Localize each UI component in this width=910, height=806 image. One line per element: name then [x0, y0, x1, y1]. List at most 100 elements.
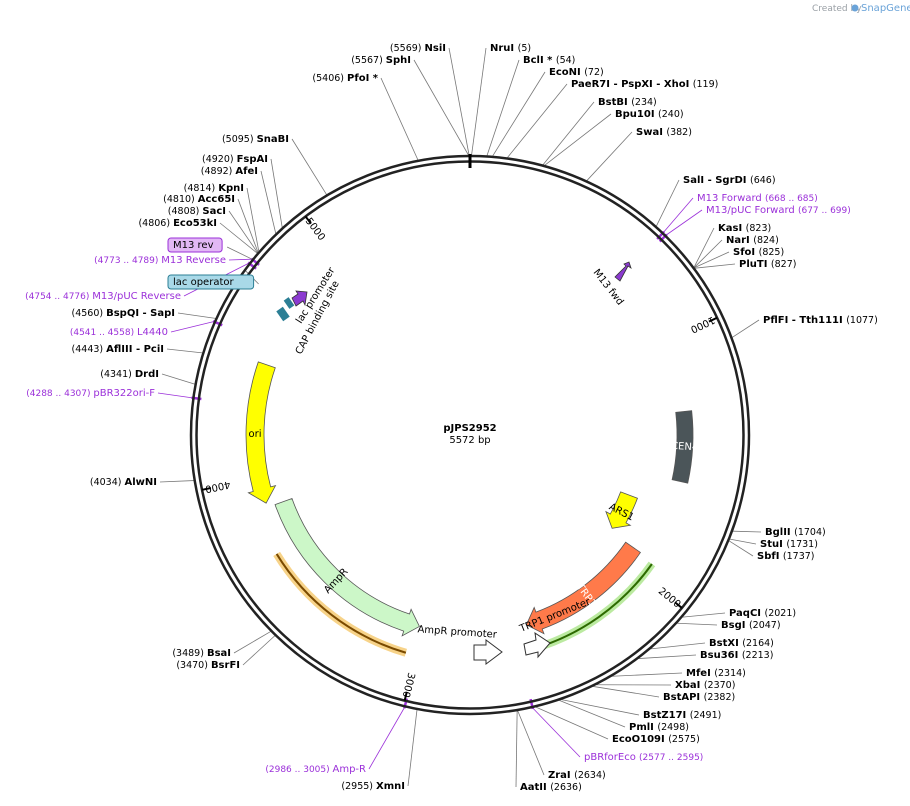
- site-bcli[interactable]: BclI * (54): [523, 55, 575, 66]
- site-sali-sgrdi[interactable]: SalI - SgrDI (646): [683, 175, 776, 186]
- site-afliii-pcii[interactable]: (4443) AflIII - PciI: [72, 344, 164, 355]
- leader-line: [242, 635, 276, 666]
- site-saci[interactable]: (4808) SacI: [168, 206, 226, 217]
- site-econi[interactable]: EcoNI (72): [549, 67, 604, 78]
- site-position: (5406): [312, 73, 347, 84]
- leader-line: [693, 227, 715, 268]
- site-ecoo109i[interactable]: EcoO109I (2575): [612, 734, 700, 745]
- feature-ori[interactable]: [245, 361, 277, 504]
- site-sbfi[interactable]: SbfI (1737): [757, 551, 815, 562]
- site-bsu36i[interactable]: Bsu36I (2213): [700, 650, 773, 661]
- site-name: SfoI: [733, 247, 759, 258]
- site-afei[interactable]: (4892) AfeI: [201, 166, 258, 177]
- site-snabi[interactable]: (5095) SnaBI: [222, 134, 289, 145]
- site-bglii[interactable]: BglII (1704): [765, 527, 826, 538]
- leader-line: [166, 348, 203, 354]
- feature-label-m13-rev[interactable]: M13 rev: [173, 240, 214, 251]
- leader-line: [246, 187, 260, 252]
- site-position: (2370): [704, 680, 736, 691]
- site-eco53ki[interactable]: (4806) Eco53kI: [138, 218, 217, 229]
- site-bstxi[interactable]: BstXI (2164): [709, 638, 774, 649]
- site-bstz17i[interactable]: BstZ17I (2491): [643, 710, 721, 721]
- site-nrui[interactable]: NruI (5): [490, 43, 531, 54]
- site-xbai[interactable]: XbaI (2370): [675, 680, 735, 691]
- site-name: SbfI: [757, 551, 783, 562]
- feature-ampr[interactable]: [274, 498, 420, 637]
- site-bspqi-sapi[interactable]: (4560) BspQI - SapI: [71, 308, 175, 319]
- leader-line: [368, 707, 405, 770]
- leader-line: [157, 392, 193, 399]
- site-position: (4892): [201, 166, 236, 177]
- feature-ars1[interactable]: [605, 491, 638, 529]
- site-nsii[interactable]: (5569) NsiI: [390, 43, 446, 54]
- site-acc65i[interactable]: (4810) Acc65I: [163, 194, 235, 205]
- site-name: AflIII - PciI: [106, 344, 164, 355]
- site-pflfi-tth111i[interactable]: PflFI - Tth111I (1077): [763, 315, 878, 326]
- site-xmni[interactable]: (2955) XmnI: [341, 781, 405, 792]
- site-paer7i-pspxi-xhoi[interactable]: PaeR7I - PspXI - XhoI (119): [571, 79, 718, 90]
- site-bsai[interactable]: (3489) BsaI: [172, 648, 231, 659]
- primer-name: pBR322ori-F: [93, 388, 155, 399]
- site-bstapi[interactable]: BstAPI (2382): [663, 692, 735, 703]
- plasmid-backbone: [189, 154, 751, 716]
- feature-trp1[interactable]: [525, 541, 642, 635]
- site-nari[interactable]: NarI (824): [726, 235, 779, 246]
- site-name: AfeI: [235, 166, 258, 177]
- site-alwni[interactable]: (4034) AlwNI: [90, 477, 157, 488]
- feature-cen4[interactable]: [671, 410, 694, 484]
- site-pfoi[interactable]: (5406) PfoI *: [312, 73, 378, 84]
- tick-label: 4000: [204, 478, 231, 494]
- feature-label-lac-operator[interactable]: lac operator: [173, 277, 234, 288]
- leader-line: [515, 710, 518, 788]
- site-pluti[interactable]: PluTI (827): [739, 259, 796, 270]
- plasmid-size: 5572 bp: [449, 435, 490, 446]
- site-name: BsgI: [721, 620, 749, 631]
- site-fspai[interactable]: (4920) FspAI: [202, 154, 268, 165]
- site-position: (119): [693, 79, 719, 90]
- primer-m13-puc-forward[interactable]: M13/pUC Forward (677 .. 699): [706, 205, 851, 216]
- leader-line: [170, 321, 215, 333]
- site-name: SphI: [386, 55, 411, 66]
- site-aatii[interactable]: AatII (2636): [520, 782, 582, 793]
- site-sphi[interactable]: (5567) SphI: [351, 55, 411, 66]
- site-bsrfi[interactable]: (3470) BsrFI: [176, 660, 240, 671]
- site-position: (5567): [351, 55, 386, 66]
- site-position: (2491): [690, 710, 722, 721]
- site-kasi[interactable]: KasI (823): [718, 223, 771, 234]
- site-name: PaqCI: [729, 608, 765, 619]
- primer-pbrforeco[interactable]: pBRforEco (2577 .. 2595): [584, 752, 703, 763]
- leader-line: [471, 47, 487, 156]
- site-mfei[interactable]: MfeI (2314): [686, 668, 746, 679]
- leader-line: [729, 538, 757, 545]
- leader-line: [161, 373, 195, 385]
- site-pmli[interactable]: PmlI (2498): [629, 722, 689, 733]
- site-paqci[interactable]: PaqCI (2021): [729, 608, 796, 619]
- site-zrai[interactable]: ZraI (2634): [548, 770, 606, 781]
- site-bpu10i[interactable]: Bpu10I (240): [615, 109, 684, 120]
- site-swai[interactable]: SwaI (382): [636, 127, 692, 138]
- primer-m13-reverse[interactable]: (4773 .. 4789) M13 Reverse: [94, 255, 226, 266]
- primer-amp-r[interactable]: (2986 .. 3005) Amp-R: [265, 764, 366, 775]
- primer-pbr322ori-f[interactable]: (4288 .. 4307) pBR322ori-F: [26, 388, 155, 399]
- primer-l4440[interactable]: (4541 .. 4558) L4440: [70, 327, 168, 338]
- site-position: (2047): [749, 620, 781, 631]
- primer-range: (4288 .. 4307): [26, 389, 93, 399]
- leader-line: [561, 699, 640, 716]
- site-kpni[interactable]: (4814) KpnI: [184, 183, 244, 194]
- site-name: BsrFI: [211, 660, 240, 671]
- lac-promoter-arrow: [291, 290, 308, 307]
- site-name: PaeR7I - PspXI - XhoI: [571, 79, 693, 90]
- site-position: (5): [518, 43, 531, 54]
- primer-m13-puc-reverse[interactable]: (4754 .. 4776) M13/pUC Reverse: [25, 291, 181, 302]
- leader-line: [732, 530, 762, 533]
- leader-line: [542, 101, 595, 165]
- tick-mark: [674, 601, 683, 609]
- primer-m13-forward[interactable]: M13 Forward (668 .. 685): [697, 193, 818, 204]
- site-drdi[interactable]: (4341) DrdI: [100, 369, 159, 380]
- site-name: NsiI: [425, 43, 446, 54]
- site-bstbi[interactable]: BstBI (234): [598, 97, 657, 108]
- site-stui[interactable]: StuI (1731): [760, 539, 818, 550]
- site-bsgi[interactable]: BsgI (2047): [721, 620, 781, 631]
- leader-line: [219, 222, 258, 254]
- site-sfoi[interactable]: SfoI (825): [733, 247, 784, 258]
